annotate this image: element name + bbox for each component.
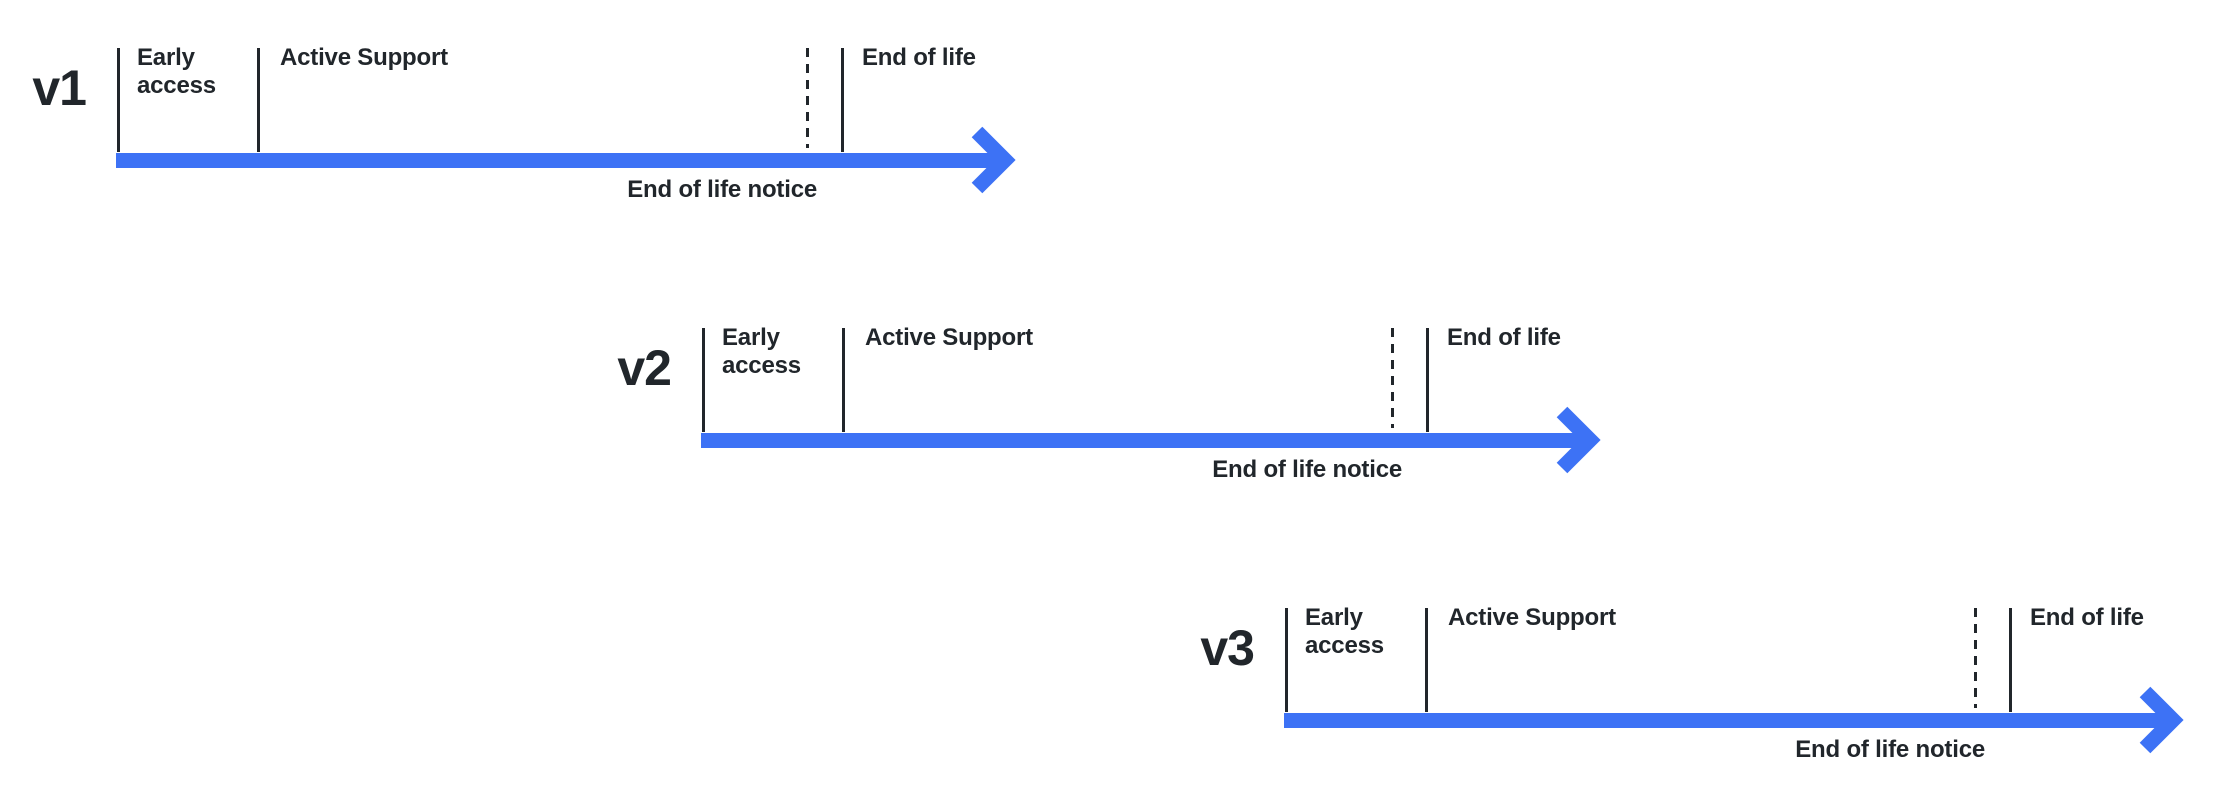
end-of-life-label: End of life	[1447, 324, 1561, 351]
early-access-start-tick	[702, 328, 705, 432]
arrow-right-icon	[2139, 686, 2184, 754]
active-support-start-tick	[257, 48, 260, 152]
end-of-life-notice-label: End of life notice	[1212, 456, 1402, 483]
end-of-life-notice-dashed-line	[1974, 608, 1977, 708]
arrow-right-icon	[971, 126, 1016, 194]
end-of-life-tick	[1426, 328, 1429, 432]
end-of-life-label: End of life	[2030, 604, 2144, 631]
end-of-life-notice-label: End of life notice	[627, 176, 817, 203]
timeline-arrow-shaft	[116, 153, 1003, 168]
active-support-label: Active Support	[865, 324, 1033, 351]
early-access-label: Early access	[137, 44, 216, 99]
end-of-life-notice-dashed-line	[1391, 328, 1394, 428]
timeline-arrow-shaft	[1284, 713, 2171, 728]
active-support-start-tick	[1425, 608, 1428, 712]
arrow-right-icon	[1556, 406, 1601, 474]
early-access-label: Early access	[722, 324, 801, 379]
early-access-start-tick	[1285, 608, 1288, 712]
active-support-start-tick	[842, 328, 845, 432]
end-of-life-label: End of life	[862, 44, 976, 71]
active-support-label: Active Support	[280, 44, 448, 71]
end-of-life-tick	[841, 48, 844, 152]
end-of-life-tick	[2009, 608, 2012, 712]
end-of-life-notice-label: End of life notice	[1795, 736, 1985, 763]
version-label: v2	[617, 340, 672, 396]
early-access-label: Early access	[1305, 604, 1384, 659]
timeline-arrow-shaft	[701, 433, 1588, 448]
early-access-start-tick	[117, 48, 120, 152]
active-support-label: Active Support	[1448, 604, 1616, 631]
end-of-life-notice-dashed-line	[806, 48, 809, 148]
version-label: v3	[1200, 620, 1255, 676]
version-label: v1	[32, 60, 87, 116]
